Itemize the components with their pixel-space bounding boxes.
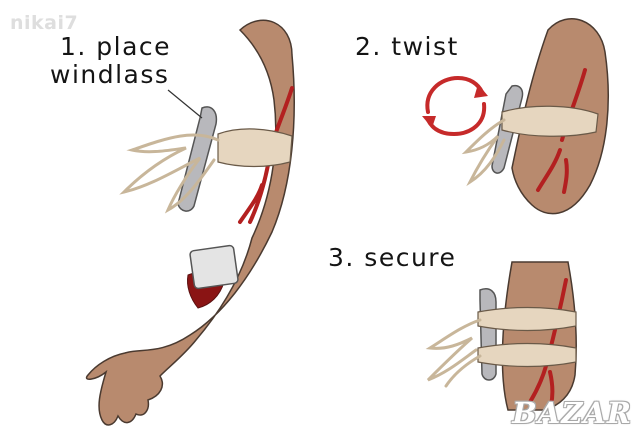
bandage-3-upper (477, 306, 577, 332)
windlass-pointer-line (167, 89, 203, 119)
step-3-label: 3. secure (328, 243, 457, 272)
watermark-text: nikai7 (10, 12, 79, 34)
brand-logo: BAZAR (512, 396, 632, 430)
bandage-tails-2 (461, 118, 506, 187)
arm-3 (501, 261, 577, 411)
arm-1 (85, 19, 295, 426)
gauze-pad (189, 244, 239, 290)
step-2-label: 2. twist (355, 32, 459, 61)
windlass-3 (479, 288, 497, 381)
bandage-3-lower (477, 342, 577, 368)
step-1-label-line-2: windlass (50, 60, 170, 89)
bandage-2 (501, 105, 599, 137)
bandage-tails-1 (119, 133, 220, 214)
bandage-1 (217, 128, 293, 168)
bandage-tails-3 (425, 318, 482, 388)
step-1-label-line-1: 1. place (60, 32, 172, 61)
twist-arrows-icon (422, 75, 488, 137)
step-2-arm-illustration (422, 18, 609, 215)
step-3-arm-illustration (425, 261, 577, 411)
step-1-arm-illustration (85, 19, 295, 426)
